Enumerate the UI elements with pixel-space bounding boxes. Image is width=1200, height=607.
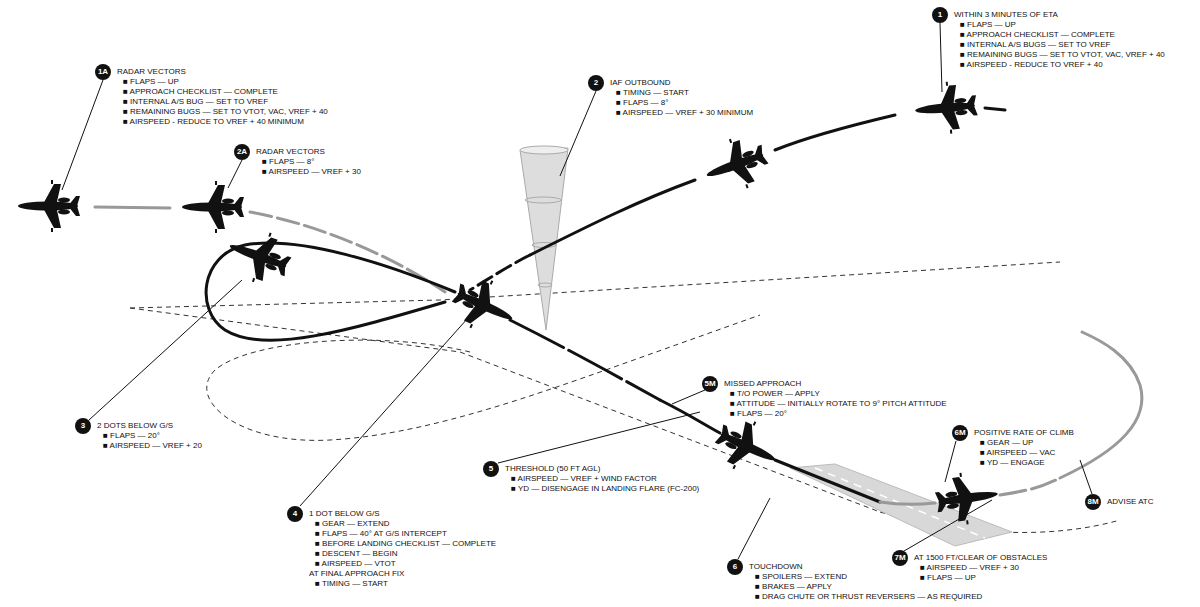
- checklist-item: ■ FLAPS — 40° AT G/S INTERCEPT: [315, 529, 447, 539]
- callout-number: 7M: [892, 550, 908, 566]
- leader-line: [62, 23, 1092, 559]
- callout-circle: [727, 559, 743, 575]
- checklist-item: ■ FLAPS — 8°: [262, 157, 315, 167]
- checklist-item: ■ GEAR — EXTEND: [315, 519, 390, 529]
- checklist-item: AT FINAL APPROACH FIX: [309, 569, 404, 579]
- callout-circle: [702, 376, 718, 392]
- callout-heading: 2 DOTS BELOW G/S: [97, 421, 173, 431]
- callout-heading: AT 1500 FT/CLEAR OF OBSTACLES: [914, 553, 1047, 563]
- callout-circle: [952, 425, 968, 441]
- checklist-item: ■ GEAR — UP: [980, 438, 1033, 448]
- checklist-item: ■ AIRSPEED — VREF + 30: [920, 563, 1019, 573]
- checklist-item: ■ APPROACH CHECKLIST — COMPLETE: [960, 30, 1115, 40]
- callout-number: 8M: [1085, 494, 1101, 510]
- callout-number: 3: [75, 418, 91, 434]
- checklist-item: ■ DRAG CHUTE OR THRUST REVERSERS — AS RE…: [755, 592, 982, 602]
- checklist-item: ■ REMAINING BUGS — SET TO VTOT, VAC, VRE…: [960, 50, 1165, 60]
- callout-number: 5: [483, 461, 499, 477]
- checklist-item: ■ YD — DISENGAGE IN LANDING FLARE (FC-20…: [511, 484, 699, 494]
- checklist-item: ■ AIRSPEED — VREF + 30: [262, 167, 361, 177]
- checklist-item: ■ INTERNAL A/S BUGS — SET TO VREF: [960, 40, 1110, 50]
- callout-heading: MISSED APPROACH: [724, 379, 801, 389]
- checklist-item: ■ REMAINING BUGS — SET TO VTOT, VAC, VRE…: [123, 107, 328, 117]
- callout-circle: [483, 461, 499, 477]
- runway: [790, 464, 1012, 546]
- callout-number: 5M: [702, 376, 718, 392]
- ground-track: [130, 262, 1120, 532]
- checklist-item: ■ SPOILERS — EXTEND: [755, 572, 847, 582]
- callout-number: 4: [287, 506, 303, 522]
- checklist-item: ■ AIRSPEED - REDUCE TO VREF + 40 MINIMUM: [123, 117, 304, 127]
- callout-circle: [95, 64, 111, 80]
- checklist-item: ■ AIRSPEED — VREF + 20: [103, 441, 202, 451]
- callout-number: 6: [727, 559, 743, 575]
- checklist-item: ■ BRAKES — APPLY: [755, 582, 832, 592]
- checklist-item: ■ FLAPS — UP: [920, 573, 976, 583]
- callout-circle: [75, 418, 91, 434]
- checklist-item: ■ BEFORE LANDING CHECKLIST — COMPLETE: [315, 539, 496, 549]
- callout-heading: ADVISE ATC: [1107, 497, 1154, 507]
- callout-number: 2: [588, 75, 604, 91]
- callout-circle: [932, 7, 948, 23]
- checklist-item: ■ YD — ENGAGE: [980, 458, 1045, 468]
- callout-circle: [287, 506, 303, 522]
- checklist-item: ■ FLAPS — 20°: [730, 409, 787, 419]
- callout-number: 1A: [95, 64, 111, 80]
- airplane: [18, 79, 1001, 528]
- callout-number: 1: [932, 7, 948, 23]
- checklist-item: ■ T/O POWER — APPLY: [730, 389, 820, 399]
- callout-heading: RADAR VECTORS: [256, 147, 325, 157]
- checklist-item: ■ AIRSPEED - REDUCE TO VREF + 40: [960, 60, 1103, 70]
- checklist-item: ■ APPROACH CHECKLIST — COMPLETE: [123, 87, 278, 97]
- missed-approach-path: [880, 332, 1142, 504]
- checklist-item: ■ DESCENT — BEGIN: [315, 549, 397, 559]
- checklist-item: ■ AIRSPEED — VREF + WIND FACTOR: [511, 474, 657, 484]
- flight-path: [206, 108, 1005, 502]
- checklist-item: ■ TIMING — START: [616, 88, 689, 98]
- callout-circle: [234, 144, 250, 160]
- callout-number: 6M: [952, 425, 968, 441]
- checklist-item: ■ FLAPS — 8°: [616, 98, 669, 108]
- checklist-item: ■ FLAPS — UP: [960, 20, 1016, 30]
- radar-vector-path: [95, 207, 445, 292]
- checklist-item: ■ FLAPS — UP: [123, 77, 179, 87]
- checklist-item: ■ INTERNAL A/S BUG — SET TO VREF: [123, 97, 268, 107]
- callout-circle: [892, 550, 908, 566]
- callout-heading: 1 DOT BELOW G/S: [309, 509, 380, 519]
- checklist-item: ■ FLAPS — 20°: [103, 431, 160, 441]
- callout-circle: [1085, 494, 1101, 510]
- callout-heading: IAF OUTBOUND: [610, 78, 670, 88]
- callout-heading: THRESHOLD (50 FT AGL): [505, 464, 600, 474]
- callout-circle: [588, 75, 604, 91]
- callout-heading: POSITIVE RATE OF CLIMB: [974, 428, 1074, 438]
- callout-number: 2A: [234, 144, 250, 160]
- checklist-item: ■ AIRSPEED — VTOT: [315, 559, 396, 569]
- checklist-item: ■ ATTITUDE — INITIALLY ROTATE TO 9° PITC…: [730, 399, 947, 409]
- checklist-item: ■ AIRSPEED — VREF + 30 MINIMUM: [616, 108, 753, 118]
- callout-heading: RADAR VECTORS: [117, 67, 186, 77]
- callout-heading: TOUCHDOWN: [749, 562, 803, 572]
- checklist-item: ■ AIRSPEED — VAC: [980, 448, 1055, 458]
- checklist-item: ■ TIMING — START: [315, 579, 388, 589]
- callout-heading: WITHIN 3 MINUTES OF ETA: [954, 10, 1058, 20]
